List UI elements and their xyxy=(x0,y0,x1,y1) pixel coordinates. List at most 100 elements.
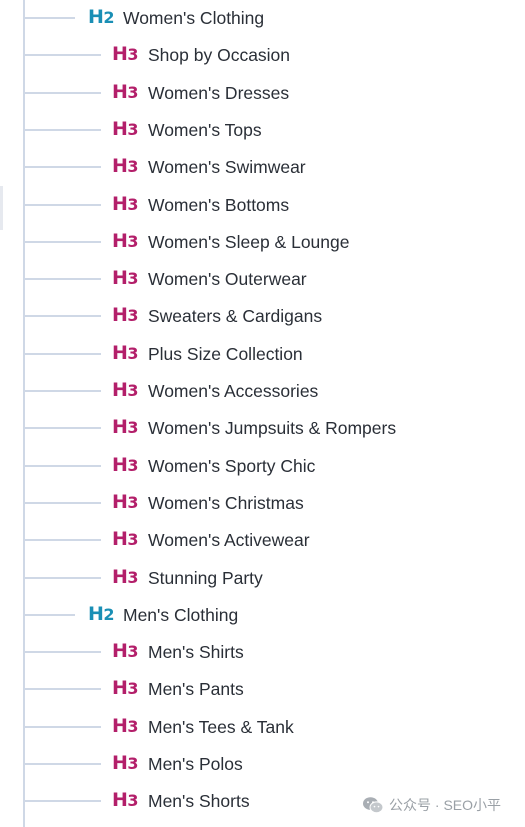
outline-item-label: Plus Size Collection xyxy=(148,343,303,364)
h3-tag-icon: H3 xyxy=(112,267,139,290)
h3-tag-icon: H3 xyxy=(112,155,139,178)
heading-tag-level: 3 xyxy=(127,791,139,811)
heading-tag-letter: H xyxy=(112,379,128,401)
outline-item-label: Men's Pants xyxy=(148,679,244,700)
outline-item-h3[interactable]: H3 Men's Shorts xyxy=(0,783,525,820)
heading-tag-level: 3 xyxy=(127,530,139,550)
outline-item-h3[interactable]: H3 Shop by Occasion xyxy=(0,37,525,74)
heading-tag-level: 3 xyxy=(127,343,139,363)
heading-tag-letter: H xyxy=(112,304,128,327)
outline-item-h3[interactable]: H3 Women's Outerwear xyxy=(0,261,525,298)
outline-item-h3[interactable]: H3 Men's Pants xyxy=(0,671,525,708)
heading-tag-level: 3 xyxy=(127,231,139,251)
tree-trunk-line xyxy=(23,0,25,827)
outline-item-label: Women's Accessories xyxy=(148,381,319,401)
heading-tag-letter: H xyxy=(112,117,128,140)
heading-tag-level: 3 xyxy=(127,45,139,65)
heading-tag-level: 3 xyxy=(127,642,139,662)
outline-item-h3[interactable]: H3 Women's Christmas xyxy=(0,485,525,522)
outline-item-label: Men's Tees & Tank xyxy=(148,716,294,737)
tree-connector-line xyxy=(25,91,101,94)
heading-tag-level: 3 xyxy=(127,119,139,139)
outline-item-label: Women's Christmas xyxy=(148,492,304,513)
heading-tag-letter: H xyxy=(112,267,128,290)
heading-tag-letter: H xyxy=(112,490,128,513)
tree-connector-line xyxy=(25,763,101,765)
heading-tag-letter: H xyxy=(112,752,128,774)
outline-item-h3[interactable]: H3 Women's Tops xyxy=(0,112,525,149)
heading-tag-letter: H xyxy=(112,192,128,215)
tree-connector-line xyxy=(25,278,101,281)
heading-tag-level: 3 xyxy=(127,418,139,438)
h3-tag-icon: H3 xyxy=(112,229,139,253)
tree-connector-line xyxy=(25,576,101,579)
outline-item-label: Women's Outerwear xyxy=(148,269,307,290)
h3-tag-icon: H3 xyxy=(112,715,139,738)
heading-tag-level: 2 xyxy=(103,8,115,27)
h3-tag-icon: H3 xyxy=(112,677,139,700)
heading-tag-letter: H xyxy=(88,6,104,28)
tree-connector-line xyxy=(25,725,101,728)
tree-connector-line xyxy=(25,800,101,803)
watermark-text: 公众号 · SEO小平 xyxy=(389,797,502,813)
outline-item-h3[interactable]: H3 Women's Sleep & Lounge xyxy=(0,224,525,261)
heading-tag-level: 3 xyxy=(127,455,139,475)
outline-item-label: Men's Clothing xyxy=(123,604,239,625)
heading-tag-level: 3 xyxy=(127,381,139,400)
outline-item-label: Men's Shorts xyxy=(148,791,250,812)
tree-connector-line xyxy=(25,203,101,206)
outline-item-label: Men's Polos xyxy=(148,754,243,774)
watermark: 公众号 · SEO小平 xyxy=(362,793,501,817)
heading-tag-level: 3 xyxy=(127,754,139,773)
h3-tag-icon: H3 xyxy=(112,789,139,812)
heading-tag-letter: H xyxy=(112,677,128,700)
tree-connector-line xyxy=(25,17,75,19)
heading-tag-level: 3 xyxy=(127,567,139,587)
outline-item-h3[interactable]: H3 Women's Accessories xyxy=(0,373,525,410)
tree-connector-line xyxy=(25,539,101,542)
tree-connector-line xyxy=(25,352,101,355)
heading-tag-level: 3 xyxy=(127,679,139,699)
outline-item-label: Women's Dresses xyxy=(148,82,290,103)
heading-tag-letter: H xyxy=(112,789,128,812)
heading-tag-letter: H xyxy=(112,640,128,663)
outline-item-label: Women's Tops xyxy=(148,119,262,140)
tree-connector-line xyxy=(25,501,101,504)
h3-tag-icon: H3 xyxy=(112,43,139,66)
h3-tag-icon: H3 xyxy=(112,752,139,775)
heading-tag-level: 3 xyxy=(127,269,139,289)
h3-tag-icon: H3 xyxy=(112,304,139,327)
h3-tag-icon: H3 xyxy=(112,490,139,514)
heading-tag-letter: H xyxy=(112,565,128,588)
h3-tag-icon: H3 xyxy=(112,565,139,589)
heading-tag-level: 2 xyxy=(103,604,115,624)
h2-tag-icon: H2 xyxy=(88,6,115,29)
tree-connector-line xyxy=(25,315,101,318)
tree-connector-line xyxy=(25,651,101,654)
wechat-icon xyxy=(363,797,384,814)
outline-item-h3[interactable]: H3 Men's Polos xyxy=(0,746,525,783)
heading-tag-level: 3 xyxy=(127,157,139,177)
h3-tag-icon: H3 xyxy=(112,640,139,663)
outline-item-label: Women's Sleep & Lounge xyxy=(148,231,350,252)
heading-tag-letter: H xyxy=(112,43,128,66)
heading-tag-level: 3 xyxy=(127,194,139,214)
heading-tag-level: 3 xyxy=(127,716,139,736)
outline-item-h3[interactable]: H3 Men's Tees & Tank xyxy=(0,709,525,746)
heading-tag-letter: H xyxy=(112,229,128,252)
heading-tag-letter: H xyxy=(112,155,128,178)
outline-item-label: Shop by Occasion xyxy=(148,45,291,66)
